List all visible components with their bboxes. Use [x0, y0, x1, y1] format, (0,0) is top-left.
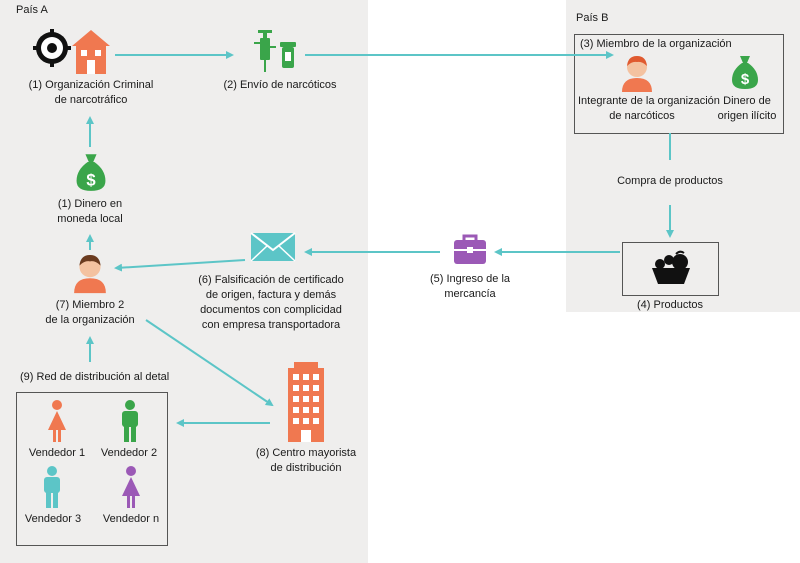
money-bag-local-icon: $ [76, 154, 106, 191]
building-icon [288, 362, 324, 442]
money-bag-icon: $ [732, 56, 758, 89]
svg-text:$: $ [741, 71, 750, 88]
dinero-local-label: (1) Dinero en moneda local [57, 198, 123, 225]
svg-text:$: $ [86, 170, 96, 189]
miembro2-label: (7) Miembro 2 de la organización [45, 299, 135, 326]
ingreso-label: (5) Ingreso de la mercancía [429, 273, 511, 300]
woman-purple-icon [122, 466, 140, 508]
retail-network-title: (9) Red de distribución al detal [20, 371, 170, 383]
productos-label: (4) Productos [636, 299, 704, 311]
envio-label: (2) Envío de narcóticos [223, 79, 337, 91]
compra-label: Compra de productos [617, 175, 723, 187]
gear-building-icon [33, 29, 110, 74]
briefcase-icon [454, 234, 486, 264]
member-org-title: (3) Miembro de la organización [580, 38, 732, 50]
country-a-label: País A [16, 4, 48, 16]
person-orange-icon [622, 56, 652, 92]
fruit-basket-icon [652, 250, 690, 284]
vendedor-n-label: Vendedor n [102, 513, 160, 525]
woman-orange-icon [48, 400, 66, 442]
falsificacion-label: (6) Falsificación de certificado de orig… [198, 274, 344, 331]
country-a-region [0, 0, 368, 563]
organization-member-box [574, 34, 784, 134]
retail-network-box [16, 392, 168, 546]
envelope-icon [250, 232, 296, 262]
arrow-envelope-to-member2 [114, 259, 246, 272]
arrow-member2-to-centro [145, 319, 274, 407]
man-green-icon [122, 400, 138, 442]
country-b-label: País B [576, 12, 609, 24]
dinero-ilicito-label: Dinero de origen ilícito [717, 95, 777, 122]
person-member2-icon [74, 255, 106, 294]
vendedor-3-label: Vendedor 3 [24, 513, 82, 525]
centro-label: (8) Centro mayorista de distribución [255, 447, 357, 474]
syringe-pills-icon [254, 30, 296, 72]
vendedor-2-label: Vendedor 2 [100, 447, 158, 459]
integrante-label: Integrante de la organización de narcóti… [578, 95, 720, 122]
man-teal-icon [44, 466, 60, 508]
products-box [622, 242, 719, 296]
org-criminal-label: (1) Organización Criminal de narcotráfic… [28, 79, 154, 106]
vendedor-1-label: Vendedor 1 [28, 447, 86, 459]
